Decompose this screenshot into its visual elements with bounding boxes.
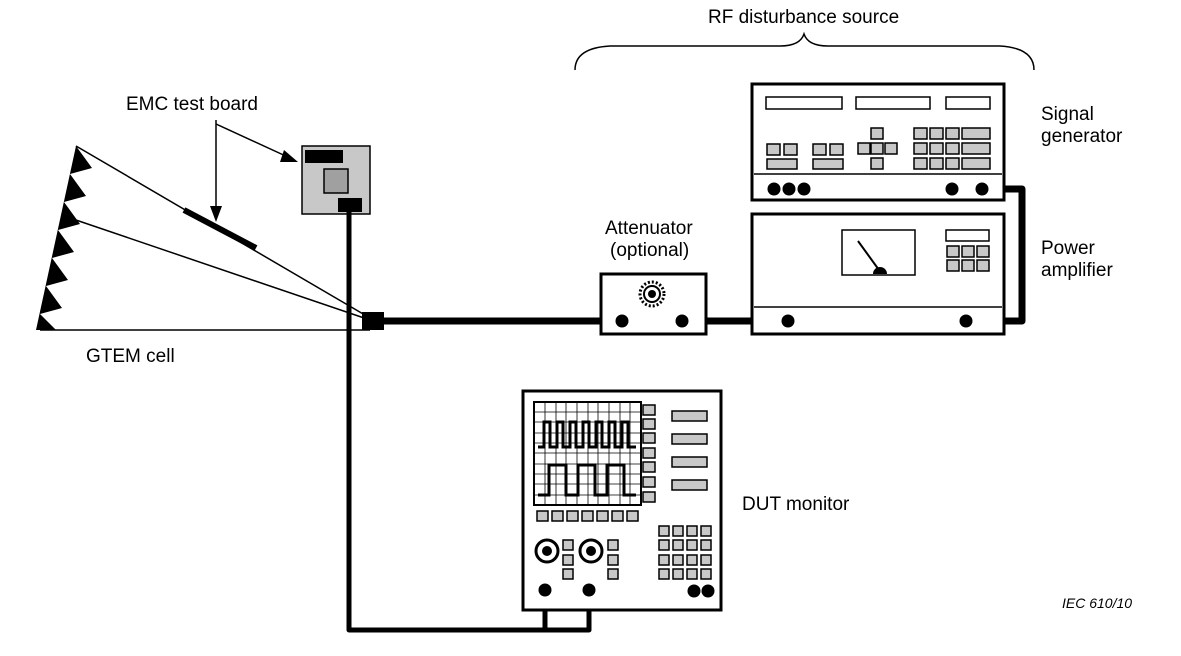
emc-board-label: EMC test board xyxy=(126,94,258,115)
attenuator-label-line1: Attenuator xyxy=(605,218,693,239)
signal-generator-output-port xyxy=(975,182,989,196)
dut-monitor-label: DUT monitor xyxy=(742,494,850,515)
dut-monitor xyxy=(521,389,723,612)
amplifier-input-port xyxy=(781,314,795,328)
rf-source-label: RF disturbance source xyxy=(708,7,899,28)
oscilloscope-screen xyxy=(533,401,642,506)
signal-generator xyxy=(750,82,1006,202)
attenuator-label-line2: (optional) xyxy=(610,240,689,261)
attenuator-output-port xyxy=(675,314,689,328)
power-amplifier-label-line2: amplifier xyxy=(1041,260,1113,281)
absorber-wall xyxy=(36,146,92,330)
signal-generator-label-line1: Signal xyxy=(1041,104,1094,125)
power-amplifier xyxy=(750,212,1006,336)
signal-generator-label-line2: generator xyxy=(1041,126,1123,147)
dut-monitor-input-port-1 xyxy=(538,583,552,597)
septum-board xyxy=(182,207,258,251)
gtem-connector xyxy=(362,312,384,330)
figure-reference: IEC 610/10 xyxy=(1062,595,1132,611)
attenuator-input-port xyxy=(615,314,629,328)
gtem-cell-label: GTEM cell xyxy=(86,346,175,367)
waveform-lower xyxy=(538,463,636,497)
emc-test-board xyxy=(301,145,371,215)
rf-source-brace xyxy=(574,31,1035,71)
emc-board-pointer xyxy=(210,120,298,222)
attenuator xyxy=(599,272,708,336)
waveform-upper xyxy=(538,420,636,449)
power-amplifier-label-line1: Power xyxy=(1041,238,1096,259)
amplifier-output-port xyxy=(959,314,973,328)
dut-monitor-input-port-2 xyxy=(582,583,596,597)
gtem-cell xyxy=(36,145,384,331)
